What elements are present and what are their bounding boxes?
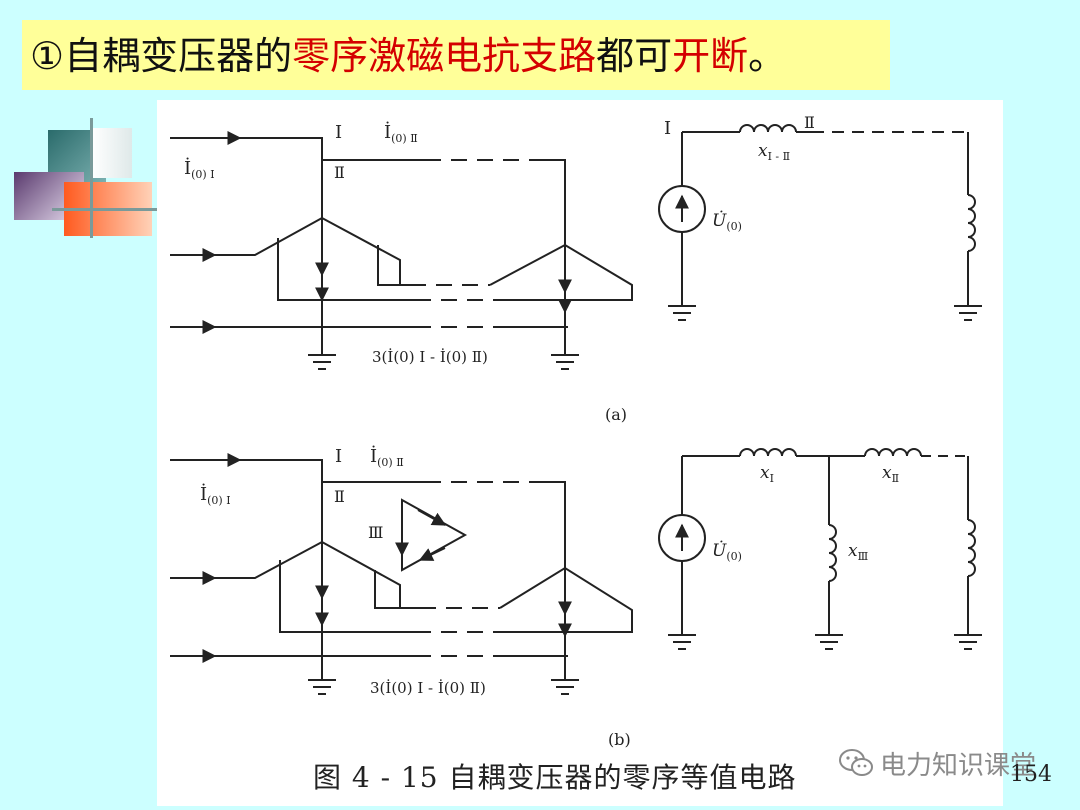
ground-icon: [551, 354, 579, 370]
title-prefix: ①自耦变压器的: [30, 34, 293, 78]
label-circuit-II: Ⅱ: [804, 113, 815, 132]
ground-icon: [954, 634, 982, 650]
panel-a-transformer: [170, 131, 633, 370]
watermark: 电力知识课堂: [838, 745, 1036, 781]
label-circuit-I: I: [664, 118, 671, 139]
ground-icon: [308, 679, 336, 695]
title-highlight-open: 开断: [672, 34, 749, 78]
zero-sequence-diagram: I Ⅱ İ(0) Ⅱ İ(0) I 3(İ(0) I - İ(0) Ⅱ) (a)…: [170, 113, 982, 749]
inductor-x-III-icon: [828, 524, 837, 582]
inductor-x-I-icon: [739, 448, 797, 457]
label-current-I: İ(0) I: [184, 156, 215, 181]
inductor-x-II-icon: [864, 448, 922, 457]
label-current-II-b: İ(0) Ⅱ: [370, 444, 404, 469]
inductor-x-I-II-icon: [739, 124, 797, 133]
label-winding-III: Ⅲ: [368, 523, 383, 542]
label-current-I-b: İ(0) I: [200, 482, 231, 507]
panel-b-labels: I Ⅱ Ⅲ İ(0) Ⅱ İ(0) I 3(İ(0) I - İ(0) Ⅱ) (…: [200, 444, 631, 749]
label-neutral-current: 3(İ(0) I - İ(0) Ⅱ): [372, 348, 488, 366]
figure-caption: 图 4 - 15 自耦变压器的零序等值电路: [313, 761, 797, 794]
label-winding-II-b: Ⅱ: [334, 487, 345, 506]
title-mid: 都可: [596, 34, 673, 78]
label-source-U0: U̇(0): [712, 211, 742, 233]
label-x-I: xI: [760, 463, 774, 485]
panel-b-circuit: [658, 448, 982, 650]
panel-b-transformer: [170, 453, 633, 695]
deco-white-square: [92, 128, 132, 178]
panel-a-circuit-labels: I Ⅱ xI - Ⅱ U̇(0): [664, 113, 815, 233]
panel-b-circuit-labels: xI xⅡ xⅢ U̇(0): [712, 463, 899, 563]
tertiary-delta-icon: [395, 498, 468, 572]
wechat-icon: [839, 749, 873, 776]
title-box: [22, 20, 890, 90]
label-winding-II: Ⅱ: [334, 163, 345, 182]
label-x-I-II: xI - Ⅱ: [758, 141, 790, 163]
slide-title: ①自耦变压器的零序激磁电抗支路都可开断。: [30, 28, 786, 84]
ground-icon: [815, 634, 843, 650]
page-number: 154: [1010, 762, 1052, 787]
label-winding-I-b: I: [335, 446, 342, 467]
ground-icon: [668, 634, 696, 650]
label-x-II: xⅡ: [882, 463, 899, 485]
inductor-excitation-b-icon: [967, 519, 976, 577]
label-winding-I: I: [335, 122, 342, 143]
ground-icon: [551, 679, 579, 695]
label-current-II: İ(0) Ⅱ: [384, 120, 418, 145]
panel-b-label: (b): [608, 730, 631, 749]
figure-panel: I Ⅱ İ(0) Ⅱ İ(0) I 3(İ(0) I - İ(0) Ⅱ) (a)…: [157, 100, 1003, 806]
deco-line-h: [52, 208, 162, 211]
ground-icon: [668, 305, 696, 321]
panel-a-label: (a): [605, 405, 627, 424]
inductor-excitation-icon: [967, 194, 976, 252]
panel-a-labels: I Ⅱ İ(0) Ⅱ İ(0) I 3(İ(0) I - İ(0) Ⅱ) (a): [184, 120, 627, 424]
label-x-III: xⅢ: [848, 541, 868, 563]
title-highlight-branch: 零序激磁电抗支路: [292, 34, 597, 78]
label-source-U0-b: U̇(0): [712, 541, 742, 563]
title-suffix: 。: [748, 34, 787, 78]
panel-a-circuit: [658, 124, 982, 321]
deco-line-v: [90, 118, 93, 238]
ground-icon: [308, 354, 336, 370]
watermark-text: 电力知识课堂: [880, 750, 1037, 781]
ground-icon: [954, 305, 982, 321]
label-neutral-current-b: 3(İ(0) I - İ(0) Ⅱ): [370, 679, 486, 697]
